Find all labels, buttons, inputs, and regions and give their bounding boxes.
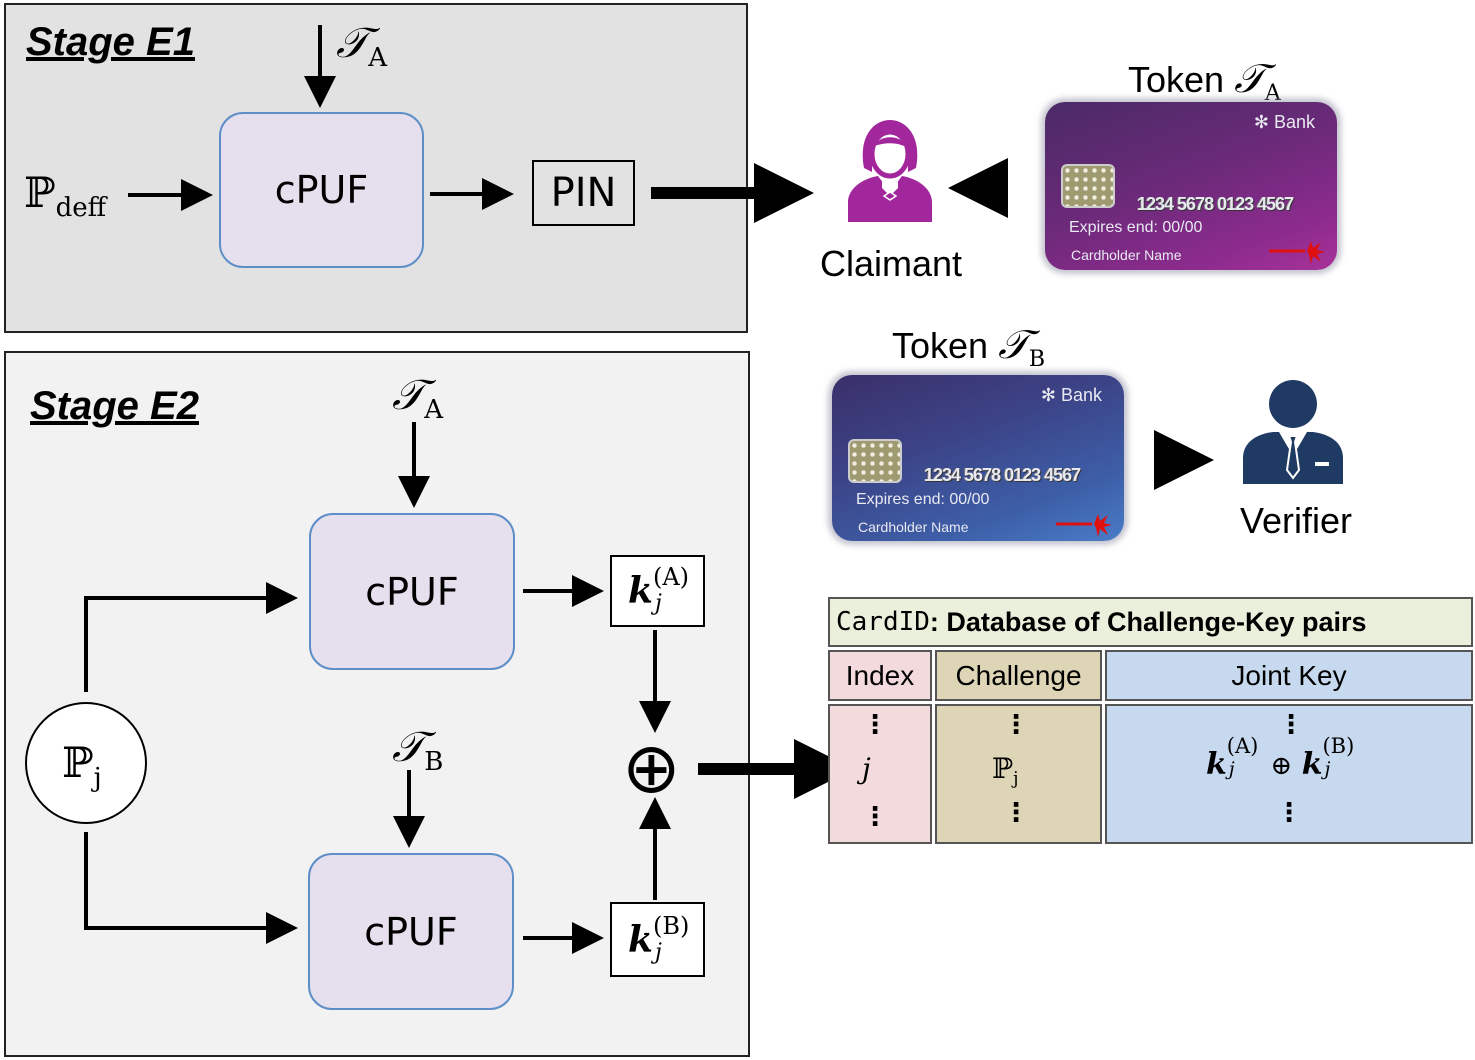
stage-e1-title: Stage E1 [26,20,195,64]
stage-e2-title: Stage E2 [30,384,199,428]
stage-e1-cpuf-block: cPUF [219,112,424,268]
database-title-bar: CardID : Database of Challenge-Key pairs [828,597,1473,647]
cpuf-label: cPUF [364,909,458,954]
card-number: 1234 5678 0123 4567 [924,465,1081,485]
stage-e2-token-a: 𝒯A [392,370,443,426]
card-expiry: Expires end: 00/00 [856,491,990,508]
cardholder-name: Cardholder Name [1071,247,1182,263]
claimant-label: Claimant [820,243,963,284]
person-female-icon [848,120,932,222]
column-header-challenge: Challenge [935,650,1102,701]
index-column-body [828,704,932,844]
cpuf-label: cPUF [365,569,459,614]
person-suit-icon [1243,380,1343,484]
challenge-column-body [935,704,1102,844]
laser-mark-icon [1056,514,1112,537]
token-a-caption: Token 𝒯A [1128,56,1281,106]
ellipsis: ⋮ [862,802,888,832]
pin-label: PIN [550,170,617,216]
stage-e2-cpuf-bottom-block: cPUF [308,853,514,1010]
ellipsis: ⋮ [1003,710,1029,740]
stage-e2-token-b: 𝒯B [392,722,444,778]
xor-symbol: ⊕ [622,727,681,809]
pin-output-box: PIN [532,160,635,226]
chip-icon [1061,164,1115,208]
chip-icon [848,439,902,483]
arrow-challenge-to-cpuf-top [84,582,298,692]
token-a-card: ✻ Bank 1234 5678 0123 4567 Expires end: … [1045,102,1337,270]
row-index-value: j [862,752,871,785]
cpuf-label: cPUF [274,168,369,212]
stage-e1-puf-input: ℙdeff [24,168,107,224]
token-b-card: ✻ Bank 1234 5678 0123 4567 Expires end: … [832,375,1124,541]
laser-mark-icon [1269,241,1325,264]
column-header-index: Index [828,650,932,701]
cardholder-name: Cardholder Name [858,519,969,535]
token-b-caption: Token 𝒯B [892,322,1046,372]
ellipsis: ⋮ [1003,798,1029,828]
ellipsis: ⋮ [862,710,888,740]
stage-e1-token-input: 𝒯A [336,18,387,74]
bank-logo: ✻ Bank [1253,112,1315,132]
database-title-text: : Database of Challenge-Key pairs [929,606,1367,637]
ellipsis: ⋮ [1276,798,1302,828]
stage-e2-cpuf-top-block: cPUF [309,513,515,670]
database-title-code: CardID [836,607,930,637]
challenge-circle [25,702,147,824]
card-expiry: Expires end: 00/00 [1069,219,1203,236]
ellipsis: ⋮ [1278,710,1304,740]
verifier-label: Verifier [1240,500,1353,541]
arrow-challenge-to-cpuf-bottom [84,832,298,944]
row-challenge-value: ℙj [992,752,1019,790]
column-header-joint-key: Joint Key [1105,650,1473,701]
bank-logo: ✻ Bank [1040,385,1102,405]
card-number: 1234 5678 0123 4567 [1137,194,1294,214]
atom-icon: ✻ [1040,385,1061,405]
atom-icon: ✻ [1253,112,1274,132]
challenge-symbol: ℙj [62,738,102,794]
joint-key-column-body [1105,704,1473,844]
